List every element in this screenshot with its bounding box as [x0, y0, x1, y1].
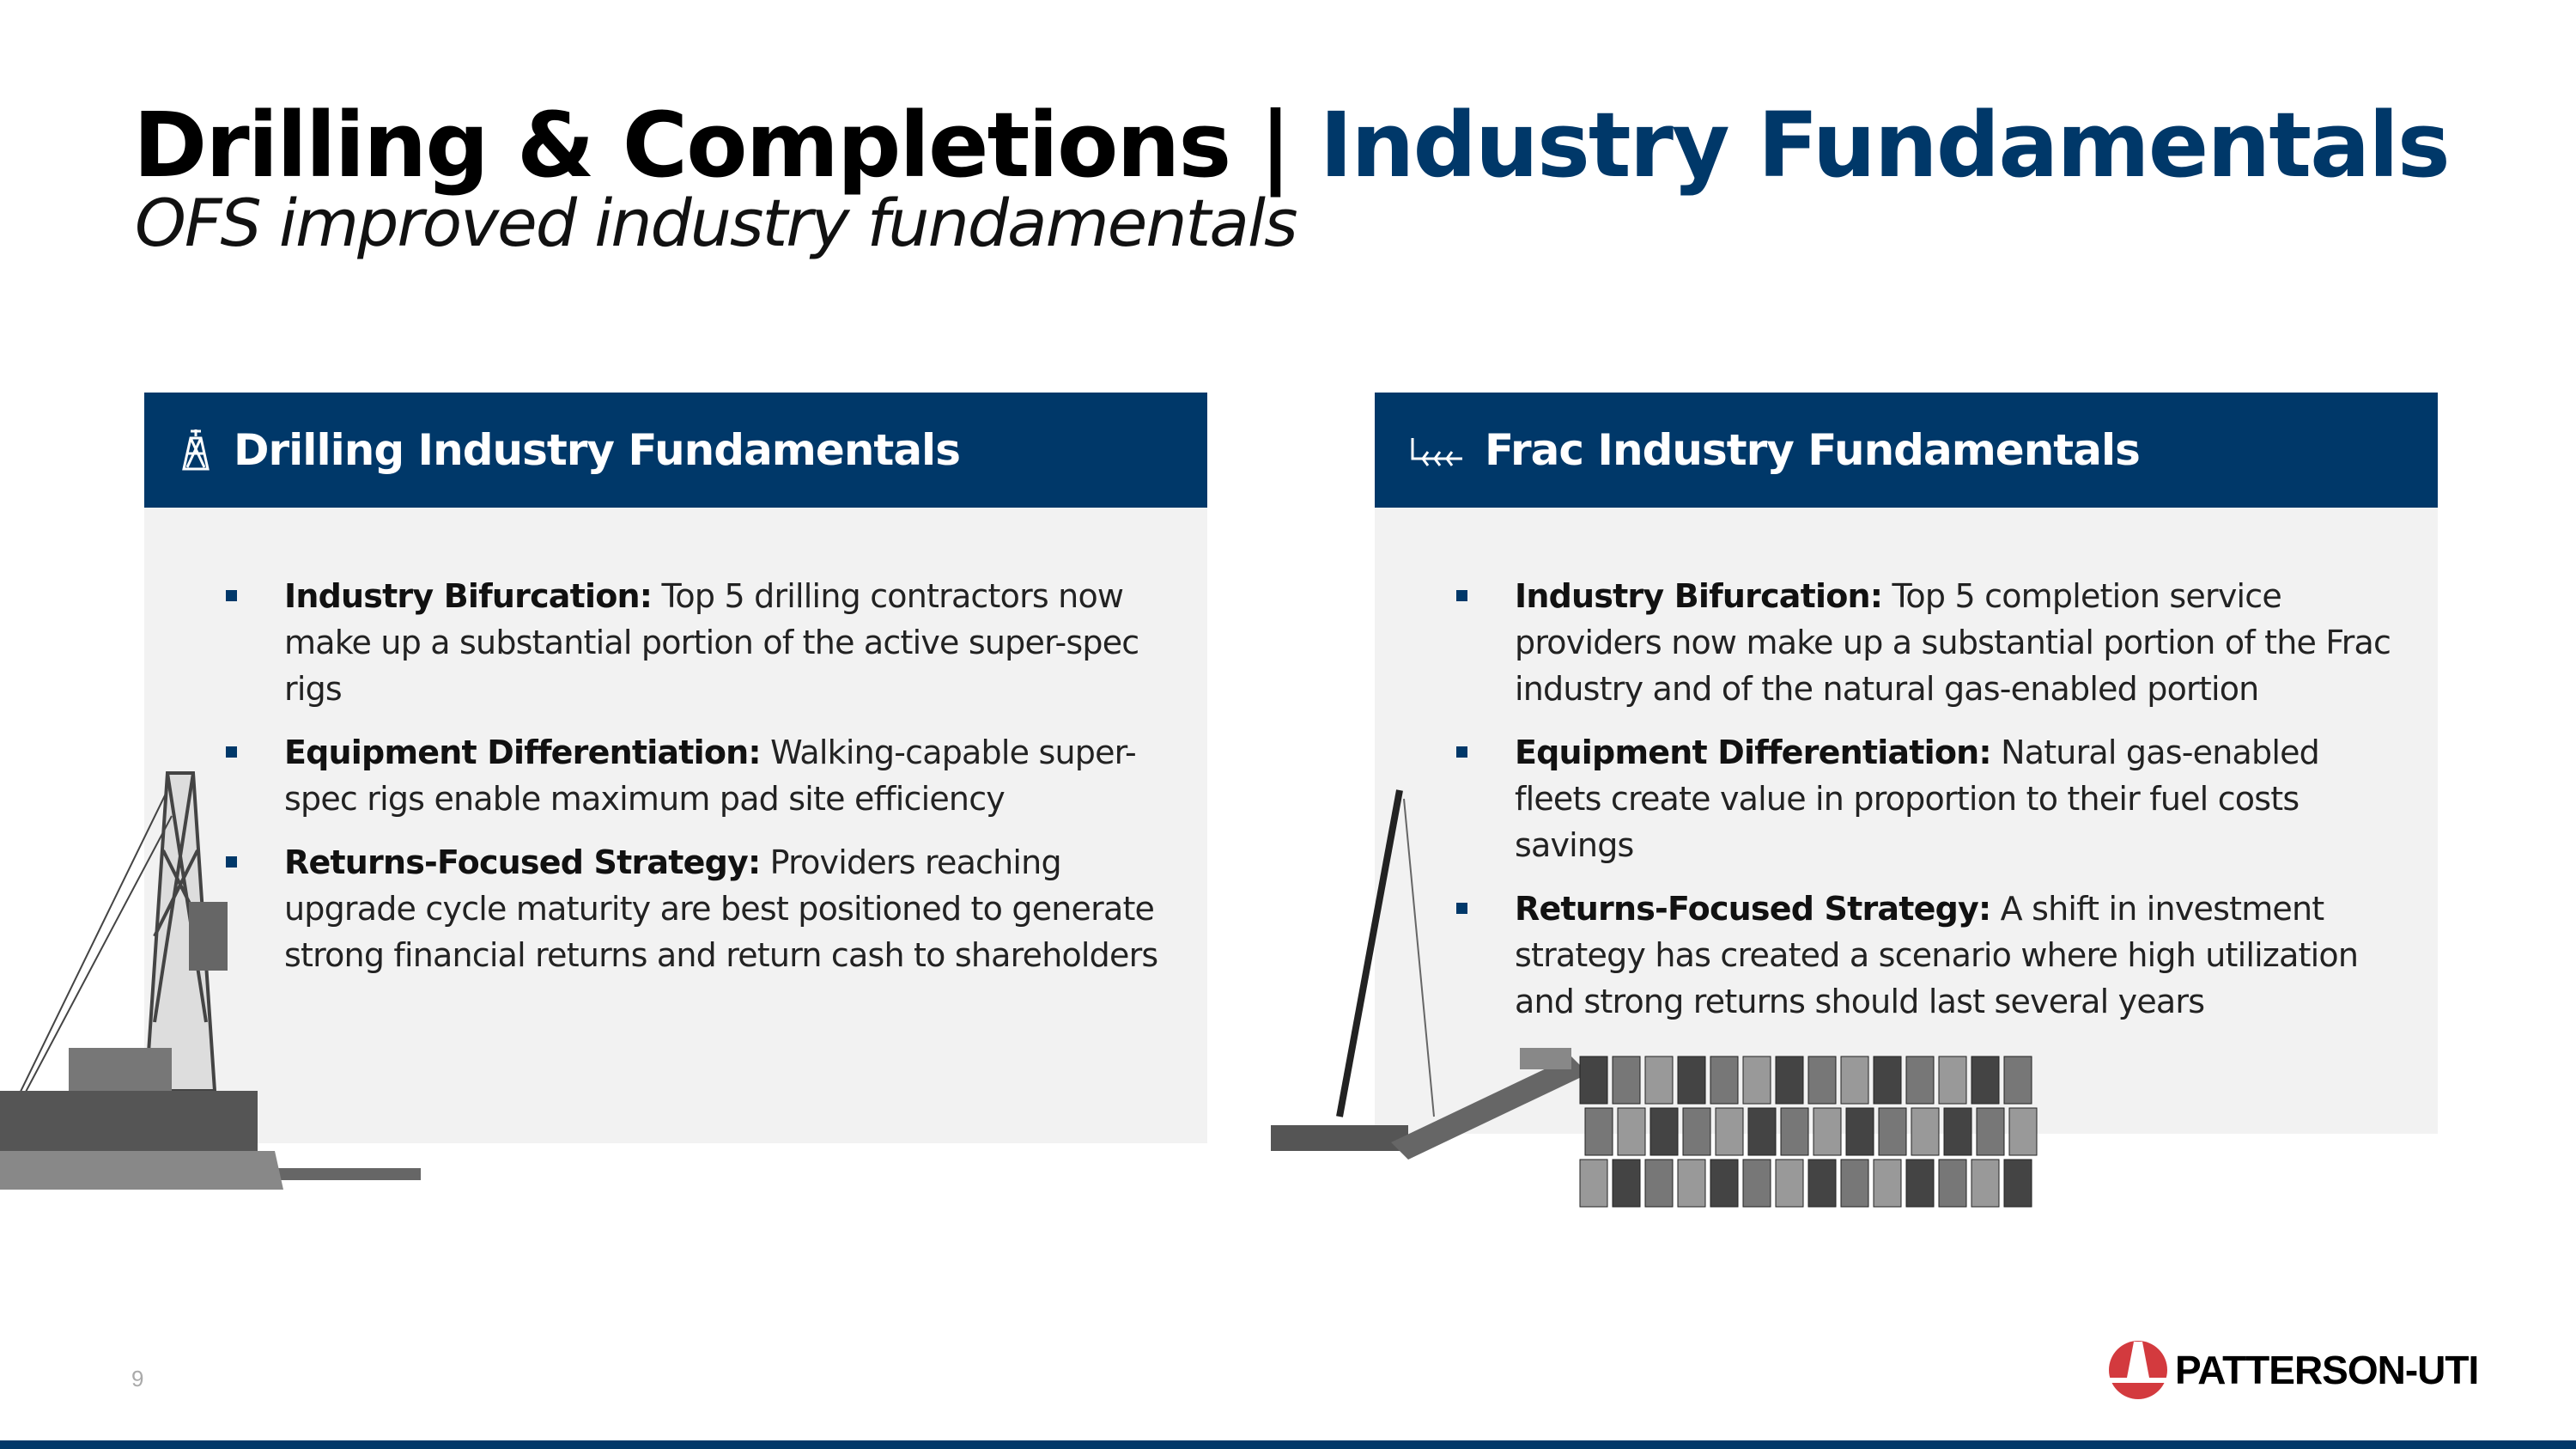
frac-truck: [1579, 1056, 1608, 1105]
bullet-label: Returns-Focused Strategy:: [284, 843, 761, 881]
frac-truck: [1840, 1056, 1869, 1105]
frac-truck: [1617, 1107, 1646, 1156]
frac-truck: [1943, 1107, 1972, 1156]
frac-truck: [2003, 1056, 2032, 1105]
page-subtitle: OFS improved industry fundamentals: [135, 185, 1298, 261]
frac-truck: [1775, 1056, 1804, 1105]
drilling-panel: Drilling Industry Fundamentals Industry …: [144, 393, 1207, 1143]
frac-truck: [1971, 1056, 2000, 1105]
frac-truck: [1682, 1107, 1711, 1156]
list-item: Equipment Differentiation: Natural gas-e…: [1456, 729, 2403, 868]
frac-well-icon: [1411, 438, 1462, 466]
bottom-bar: [0, 1440, 2576, 1449]
bullet-label: Returns-Focused Strategy:: [1515, 890, 1991, 928]
frac-panel: Frac Industry Fundamentals Industry Bifu…: [1375, 393, 2438, 1134]
frac-truck: [1612, 1056, 1641, 1105]
page-title: Drilling & Completions | Industry Fundam…: [133, 93, 2451, 198]
frac-truck: [1813, 1107, 1842, 1156]
frac-truck: [1878, 1107, 1907, 1156]
frac-fleet-image: [1271, 789, 2038, 1208]
frac-panel-title: Frac Industry Fundamentals: [1485, 425, 2141, 475]
frac-truck: [2008, 1107, 2038, 1156]
list-item: Returns-Focused Strategy: A shift in inv…: [1456, 886, 2403, 1025]
frac-truck: [1905, 1056, 1935, 1105]
frac-truck: [1780, 1107, 1809, 1156]
list-item: Equipment Differentiation: Walking-capab…: [226, 729, 1173, 822]
bullet-text: Top 5 completion service providers now m…: [1515, 577, 2391, 708]
list-item: Industry Bifurcation: Top 5 drilling con…: [226, 573, 1173, 712]
frac-truck: [1747, 1107, 1777, 1156]
bullet-text: Natural gas-enabled fleets create value …: [1515, 734, 2320, 864]
frac-truck: [1649, 1107, 1679, 1156]
frac-truck: [1579, 1159, 1608, 1208]
title-main: Drilling & Completions |: [133, 93, 1320, 198]
frac-truck: [1715, 1107, 1744, 1156]
frac-truck: [1612, 1159, 1641, 1208]
frac-truck: [1677, 1159, 1706, 1208]
drilling-panel-header: Drilling Industry Fundamentals: [144, 393, 1207, 508]
frac-truck: [1976, 1107, 2005, 1156]
frac-truck: [1677, 1056, 1706, 1105]
bullet-text: Walking-capable super-spec rigs enable m…: [284, 734, 1137, 818]
frac-truck: [2003, 1159, 2032, 1208]
frac-truck: [1905, 1159, 1935, 1208]
logo-text: PATTERSON-UTI: [2175, 1348, 2479, 1392]
frac-truck: [1644, 1159, 1674, 1208]
drilling-rig-image: [0, 771, 421, 1190]
frac-truck: [1845, 1107, 1874, 1156]
frac-truck: [1873, 1056, 1902, 1105]
list-item: Returns-Focused Strategy: Providers reac…: [226, 839, 1173, 978]
bullet-text: A shift in investment strategy has creat…: [1515, 890, 2359, 1020]
frac-truck: [1971, 1159, 2000, 1208]
bullet-label: Equipment Differentiation:: [1515, 734, 1992, 771]
frac-truck: [1938, 1159, 1967, 1208]
drilling-panel-title: Drilling Industry Fundamentals: [234, 425, 961, 475]
frac-truck: [1710, 1159, 1739, 1208]
title-accent: Industry Fundamentals: [1319, 93, 2451, 198]
frac-truck: [1710, 1056, 1739, 1105]
patterson-uti-logo: PATTERSON-UTI: [2108, 1340, 2479, 1400]
bullet-label: Industry Bifurcation:: [284, 577, 653, 615]
logo-mark-icon: [2108, 1341, 2168, 1399]
list-item: Industry Bifurcation: Top 5 completion s…: [1456, 573, 2403, 712]
frac-truck: [1775, 1159, 1804, 1208]
bullet-text: Providers reaching upgrade cycle maturit…: [284, 843, 1158, 974]
frac-truck: [1644, 1056, 1674, 1105]
frac-truck: [1807, 1159, 1837, 1208]
frac-truck: [1742, 1056, 1771, 1105]
bullet-label: Industry Bifurcation:: [1515, 577, 1883, 615]
frac-truck: [1911, 1107, 1940, 1156]
frac-truck: [1584, 1107, 1613, 1156]
frac-truck: [1938, 1056, 1967, 1105]
bullet-text: Top 5 drilling contractors now make up a…: [284, 577, 1139, 708]
drilling-bullet-list: Industry Bifurcation: Top 5 drilling con…: [144, 508, 1207, 978]
frac-truck: [1742, 1159, 1771, 1208]
drilling-rig-icon: [182, 429, 210, 471]
frac-bullet-list: Industry Bifurcation: Top 5 completion s…: [1375, 508, 2438, 1025]
frac-truck: [1840, 1159, 1869, 1208]
frac-panel-header: Frac Industry Fundamentals: [1375, 393, 2438, 508]
bullet-label: Equipment Differentiation:: [284, 734, 762, 771]
page-number: 9: [131, 1366, 144, 1391]
frac-truck: [1873, 1159, 1902, 1208]
frac-truck: [1807, 1056, 1837, 1105]
